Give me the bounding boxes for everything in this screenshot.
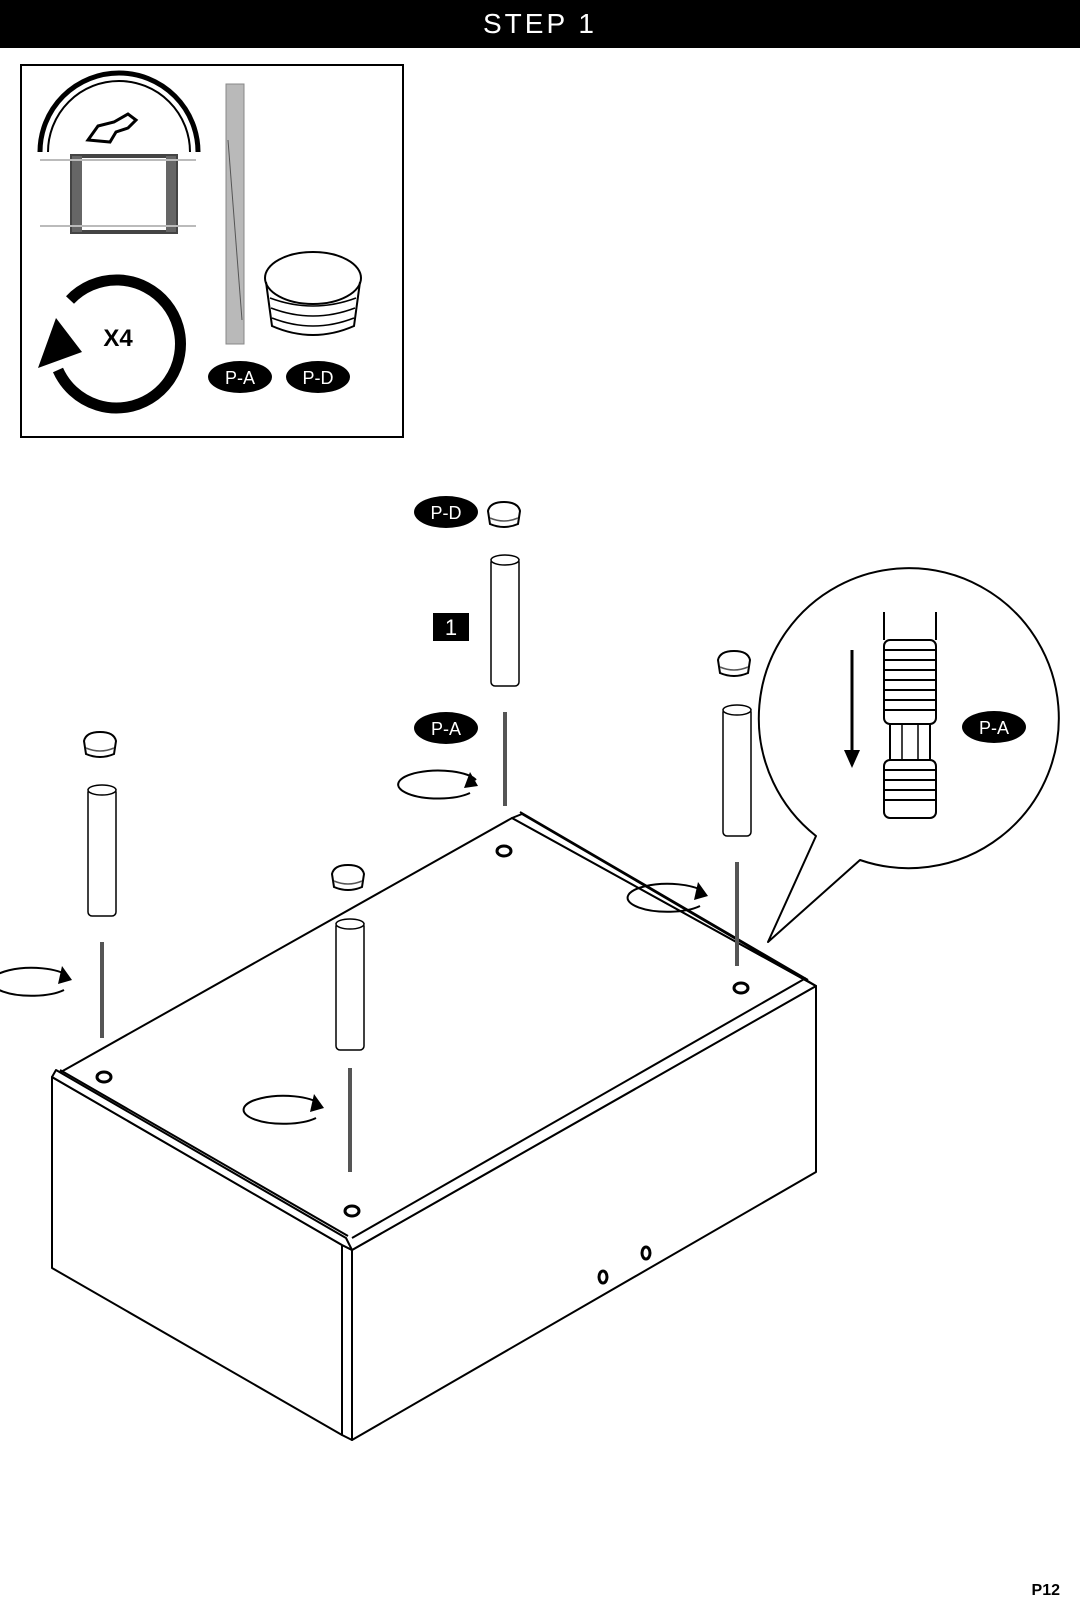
part-badge-pa: P-A <box>208 361 272 393</box>
detail-callout: P-A <box>757 567 1060 943</box>
cabinet-body <box>51 811 817 1441</box>
step-title: STEP 1 <box>483 8 597 39</box>
cap-label: P-D <box>431 503 462 523</box>
end-cap-icon <box>264 251 362 336</box>
bolt-badge: P-A <box>414 712 478 744</box>
part-label-pd: P-D <box>303 368 334 388</box>
bolt-thread-detail <box>883 612 937 819</box>
cabinet-holes <box>95 844 750 1285</box>
detail-label: P-A <box>979 718 1009 738</box>
step-number: 1 <box>445 615 457 640</box>
step-header: STEP 1 <box>0 0 1080 48</box>
do-not-use-power-tool-icon <box>37 70 201 234</box>
leg-assembly-back <box>397 500 522 806</box>
rotate-arrow-icon <box>38 274 186 414</box>
cap-badge: P-D <box>414 496 478 528</box>
page-number: P12 <box>1031 1582 1060 1599</box>
parts-box <box>20 64 404 438</box>
threaded-bolt-icon <box>225 83 245 345</box>
part-label-pa: P-A <box>225 368 255 388</box>
quantity-label: X4 <box>103 325 133 352</box>
leg-assembly-front <box>242 863 366 1172</box>
leg-assembly-left <box>0 730 118 1038</box>
bolt-label: P-A <box>431 719 461 739</box>
step-number-badge: 1 <box>433 613 469 641</box>
part-badge-pd: P-D <box>286 361 350 393</box>
leg-assembly-right <box>626 649 752 966</box>
